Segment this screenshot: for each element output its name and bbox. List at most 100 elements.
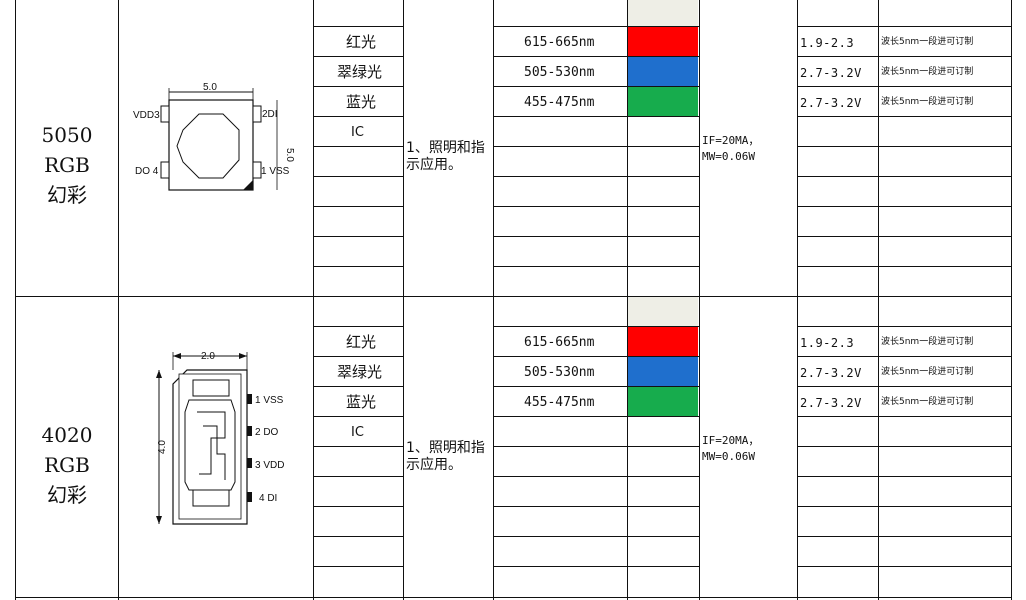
grid-line <box>797 146 1011 147</box>
wavelength-value: 615-665nm <box>524 335 595 350</box>
dim-height-label: 5.0 <box>284 148 295 162</box>
grid-line <box>313 326 403 327</box>
color-label: 翠绿光 <box>337 363 383 381</box>
grid-line <box>313 506 403 507</box>
grid-line <box>1011 0 1012 600</box>
color-label: IC <box>351 125 364 140</box>
dim-width-label: 5.0 <box>203 82 217 93</box>
grid-line <box>493 506 699 507</box>
grid-line <box>313 266 403 267</box>
grid-line <box>493 86 699 87</box>
package-diagram-4020: 2.0 4.0 1 VSS 2 DO 3 VDD 4 DI <box>156 351 284 525</box>
color-label: 红光 <box>346 333 377 351</box>
grid-line <box>493 476 699 477</box>
grid-line <box>313 56 403 57</box>
grid-line <box>313 146 403 147</box>
pin-label-3vdd: 3 VDD <box>255 460 284 471</box>
color-swatch-red <box>628 327 698 356</box>
grid-line <box>797 56 1011 57</box>
grid-line <box>493 56 699 57</box>
color-swatch-green <box>628 87 698 116</box>
grid-line <box>118 0 119 600</box>
color-swatch-white <box>628 297 698 326</box>
grid-line <box>797 506 1011 507</box>
note-text: 波长5nm一段进可订制 <box>881 337 974 347</box>
wavelength-value: 455-475nm <box>524 395 595 410</box>
grid-line <box>313 206 403 207</box>
grid-line <box>493 236 699 237</box>
grid-line <box>699 0 700 600</box>
pin-label-1vss: 1 VSS <box>255 395 284 406</box>
spec-text: IF=20MA， MW=0.06W <box>702 434 760 463</box>
grid-line <box>797 446 1011 447</box>
grid-line <box>313 176 403 177</box>
voltage-value: 1.9-2.3 <box>800 36 855 50</box>
grid-line <box>797 86 1011 87</box>
note-text: 波长5nm一段进可订制 <box>881 67 974 77</box>
grid-line <box>797 116 1011 117</box>
voltage-value: 2.7-3.2V <box>800 366 862 380</box>
grid-line <box>797 266 1011 267</box>
grid-line <box>797 566 1011 567</box>
application-text: 1、照明和指示应用。 <box>406 440 485 473</box>
grid-line <box>797 176 1011 177</box>
model-name: 4020 RGB 幻彩 <box>41 423 93 507</box>
grid-line <box>493 566 699 567</box>
application-text: 1、照明和指示应用。 <box>406 140 485 173</box>
color-swatch-white <box>628 0 698 26</box>
grid-line <box>15 597 1011 598</box>
color-swatch-red <box>628 27 698 56</box>
grid-line <box>797 416 1011 417</box>
grid-line <box>493 176 699 177</box>
grid-line <box>313 26 403 27</box>
grid-line <box>493 146 699 147</box>
grid-line <box>15 296 1011 297</box>
color-label: 红光 <box>346 33 377 51</box>
grid-line <box>797 536 1011 537</box>
voltage-value: 1.9-2.3 <box>800 336 855 350</box>
grid-line <box>493 206 699 207</box>
pin-label-vdd3: VDD3 <box>133 110 160 121</box>
wavelength-value: 505-530nm <box>524 365 595 380</box>
grid-line <box>313 86 403 87</box>
grid-line <box>493 386 699 387</box>
voltage-value: 2.7-3.2V <box>800 396 862 410</box>
wavelength-value: 615-665nm <box>524 35 595 50</box>
dim-height-label: 4.0 <box>157 440 168 454</box>
grid-line <box>493 26 699 27</box>
grid-line <box>313 236 403 237</box>
grid-line <box>493 266 699 267</box>
spec-text: IF=20MA， MW=0.06W <box>702 134 760 163</box>
grid-line <box>493 416 699 417</box>
grid-line <box>493 326 699 327</box>
grid-line <box>493 446 699 447</box>
grid-line <box>403 0 404 600</box>
grid-line <box>627 0 628 600</box>
package-diagram-5050: 5.0 VDD3 2DI DO 4 1 VSS 5.0 <box>133 82 295 191</box>
color-label: 蓝光 <box>346 393 377 411</box>
note-text: 波长5nm一段进可订制 <box>881 97 974 107</box>
grid-line <box>15 0 16 600</box>
grid-line <box>313 476 403 477</box>
note-text: 波长5nm一段进可订制 <box>881 397 974 407</box>
note-text: 波长5nm一段进可订制 <box>881 367 974 377</box>
grid-line <box>493 0 494 600</box>
grid-line <box>797 356 1011 357</box>
wavelength-value: 505-530nm <box>524 65 595 80</box>
model-name: 5050 RGB 幻彩 <box>41 123 93 207</box>
pin-label-4di: 4 DI <box>259 493 277 504</box>
grid-line <box>313 116 403 117</box>
grid-line <box>493 116 699 117</box>
color-swatch-blue <box>628 57 698 86</box>
voltage-value: 2.7-3.2V <box>800 96 862 110</box>
grid-line <box>313 446 403 447</box>
pin-label-2di: 2DI <box>262 109 278 120</box>
grid-line <box>313 416 403 417</box>
pin-label-do4: DO 4 <box>135 166 159 177</box>
grid-line <box>797 386 1011 387</box>
grid-line <box>313 566 403 567</box>
grid-line <box>878 0 879 600</box>
grid-line <box>313 536 403 537</box>
color-swatch-green <box>628 387 698 416</box>
